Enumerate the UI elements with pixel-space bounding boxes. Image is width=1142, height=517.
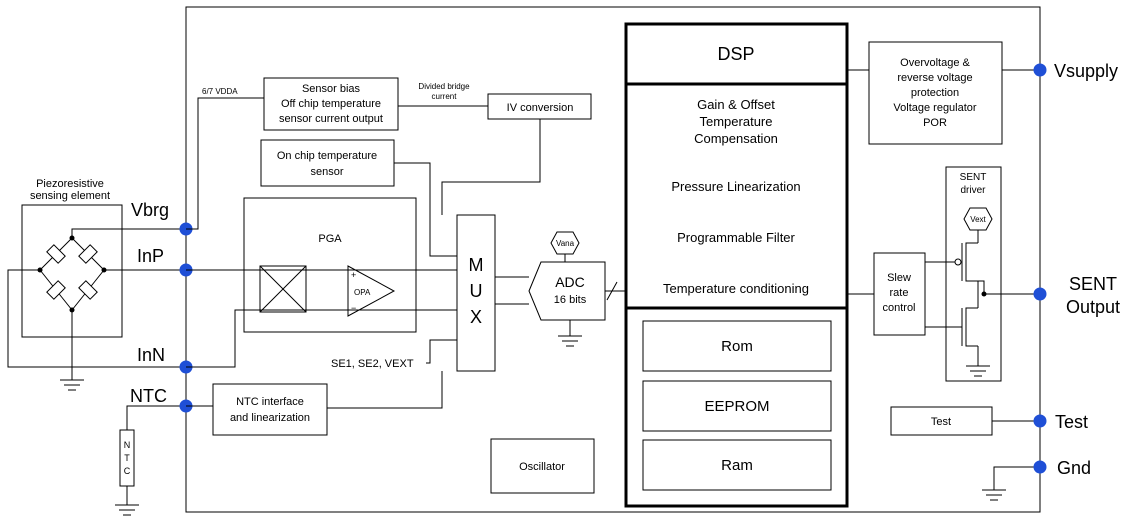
ground-icon	[60, 379, 84, 391]
sent-driver-line1: SENT	[960, 172, 987, 183]
vana-label: Vana	[556, 239, 575, 248]
adc-line2: 16 bits	[554, 294, 587, 306]
overvoltage-line5: POR	[923, 117, 947, 129]
ntc-resistor-letter-c: C	[124, 466, 131, 476]
ntc-interface-block	[212, 383, 328, 436]
iv-conversion-label: IV conversion	[507, 102, 574, 114]
rom-block	[642, 320, 832, 372]
eeprom-block	[642, 380, 832, 432]
bus-slash	[606, 281, 618, 301]
pin-gnd	[1033, 460, 1047, 474]
mux-inputs-label: SE1, SE2, VEXT	[331, 358, 414, 370]
ntc-interface-line2: and linearization	[230, 412, 310, 424]
sensing-element-title-1: Piezoresistive	[36, 178, 104, 190]
pga-cross-block	[259, 265, 307, 313]
pin-test	[1033, 414, 1047, 428]
overvoltage-line1: Overvoltage &	[900, 57, 970, 69]
chip-outline	[185, 6, 1041, 513]
opa-plus: +	[351, 270, 356, 280]
sensor-bias-line2: Off chip temperature	[281, 98, 381, 110]
sent-driver-line2: driver	[960, 185, 986, 196]
output-transistors	[932, 230, 987, 366]
sensing-element-title-2: sensing element	[30, 190, 110, 202]
vana-icon	[550, 231, 580, 255]
overvoltage-line2: reverse voltage	[897, 72, 972, 84]
slew-line2: rate	[890, 287, 909, 299]
mux-letter-m: M	[469, 255, 484, 275]
divided-bridge-label-2: current	[432, 92, 458, 101]
opa-minus: −	[351, 303, 356, 313]
eeprom-label: EEPROM	[704, 398, 769, 415]
vext-label: Vext	[970, 215, 986, 224]
adc-line1: ADC	[555, 274, 585, 290]
opa-label: OPA	[354, 288, 371, 297]
test-block-label: Test	[931, 416, 951, 428]
sensor-bias-block	[263, 77, 399, 131]
ntc-resistor-letter-n: N	[124, 440, 131, 450]
dsp-outer-block	[624, 22, 849, 508]
ntc-resistor-letter-t: T	[124, 453, 130, 463]
oscillator-label: Oscillator	[519, 461, 565, 473]
mux-letter-x: X	[470, 307, 482, 327]
wheatstone-bridge	[37, 235, 107, 313]
sensor-bias-line3: sensor current output	[279, 113, 383, 125]
pin-vsupply	[1033, 63, 1047, 77]
vext-icon	[963, 207, 993, 231]
pga-title: PGA	[318, 233, 342, 245]
iv-conversion-block	[487, 93, 592, 120]
pin-label-inp: InP	[137, 246, 164, 266]
pga-block	[243, 197, 417, 333]
divided-bridge-label-1: Divided bridge	[418, 82, 470, 91]
on-chip-temp-sensor-block	[260, 139, 395, 187]
dsp-title: DSP	[717, 44, 754, 64]
dsp-pressure: Pressure Linearization	[671, 179, 800, 194]
sent-driver-block	[945, 166, 1002, 382]
ntc-interface-line1: NTC interface	[236, 396, 304, 408]
pin-label-vbrg: Vbrg	[131, 200, 169, 220]
test-block	[890, 406, 993, 436]
pin-label-ntc: NTC	[130, 386, 167, 406]
overvoltage-line4: Voltage regulator	[893, 102, 977, 114]
overvoltage-block	[868, 41, 1003, 145]
ground-icon	[966, 365, 990, 377]
pin-label-sent-2: Output	[1066, 297, 1120, 317]
sensor-bias-line1: Sensor bias	[302, 83, 361, 95]
rom-label: Rom	[721, 338, 753, 355]
adc-block	[528, 261, 606, 321]
pin-label-test: Test	[1055, 412, 1088, 432]
dsp-gain-line2: Temperature	[700, 114, 773, 129]
pin-label-vsupply: Vsupply	[1054, 61, 1118, 81]
mux-block	[456, 214, 496, 372]
ram-label: Ram	[721, 457, 753, 474]
dsp-gain-line3: Compensation	[694, 131, 778, 146]
mux-letter-u: U	[470, 281, 483, 301]
slew-line1: Slew	[887, 272, 911, 284]
dsp-temp-conditioning: Temperature conditioning	[663, 281, 809, 296]
on-chip-temp-line2: sensor	[310, 166, 343, 178]
ground-icon	[982, 489, 1006, 501]
overvoltage-line3: protection	[911, 87, 959, 99]
dsp-gain-line1: Gain & Offset	[697, 97, 775, 112]
ground-icon	[115, 504, 139, 516]
opa-amplifier	[347, 265, 396, 317]
pin-label-inn: InN	[137, 345, 165, 365]
pin-label-sent-1: SENT	[1069, 274, 1117, 294]
pin-sent-output	[1033, 287, 1047, 301]
oscillator-block	[490, 438, 595, 494]
vdda-label: 6/7 VDDA	[202, 87, 238, 96]
ground-icon	[558, 335, 582, 347]
dsp-filter: Programmable Filter	[677, 230, 795, 245]
pin-label-gnd: Gnd	[1057, 458, 1091, 478]
on-chip-temp-line1: On chip temperature	[277, 150, 377, 162]
slew-rate-block	[873, 252, 926, 336]
ram-block	[642, 439, 832, 491]
slew-line3: control	[882, 302, 915, 314]
